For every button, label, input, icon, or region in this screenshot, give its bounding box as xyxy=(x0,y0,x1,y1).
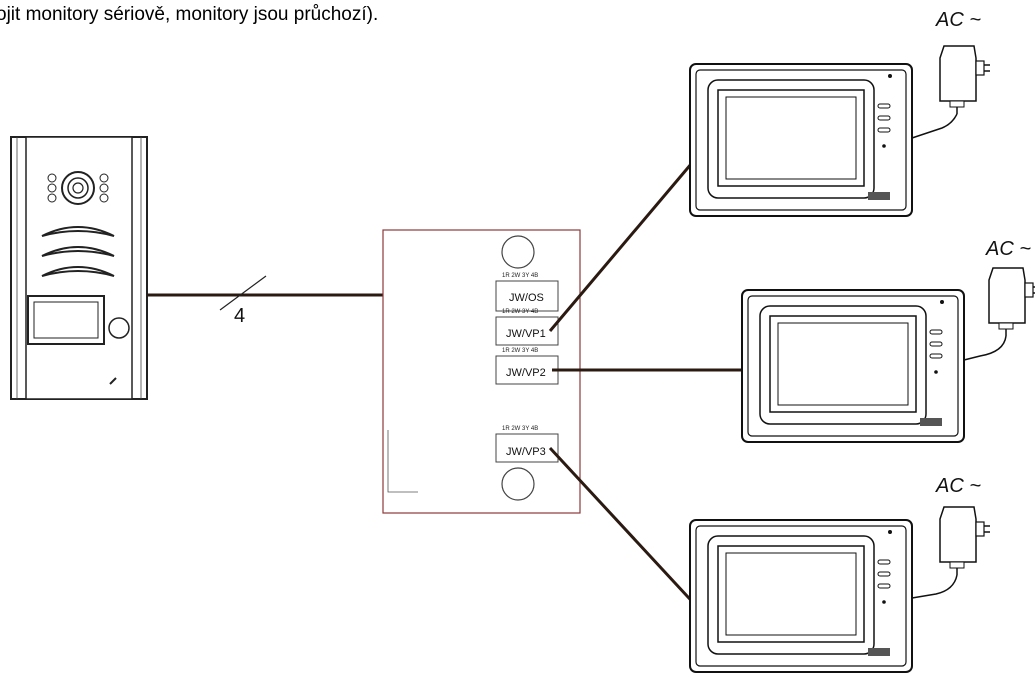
power-adapter-2: AC ~ xyxy=(963,238,1035,361)
svg-text:1R 2W 3Y 4B: 1R 2W 3Y 4B xyxy=(502,348,538,354)
ac-label-1: AC ~ xyxy=(935,9,981,31)
connector-label: JW/VP1 xyxy=(506,328,546,340)
connector-label: JW/VP2 xyxy=(506,367,546,379)
svg-text:1R 2W 3Y 4B: 1R 2W 3Y 4B xyxy=(502,426,538,432)
camera-icon xyxy=(47,171,109,205)
caption-line: ojit monitory sériově, monitory jsou prů… xyxy=(0,4,379,25)
power-adapter-1: AC ~ xyxy=(911,9,991,139)
call-button-icon xyxy=(108,317,130,339)
connector-jw-vp3: 1R 2W 3Y 4B JW/VP3 xyxy=(495,426,559,463)
connector-label: JW/VP3 xyxy=(506,446,546,458)
wire-count-label: 4 xyxy=(234,305,245,327)
power-adapter-3: AC ~ xyxy=(911,475,991,599)
cable-monitor-1 xyxy=(548,156,699,332)
connector-jw-vp2: 1R 2W 3Y 4B JW/VP2 xyxy=(495,348,559,385)
svg-text:1R 2W 3Y 4B: 1R 2W 3Y 4B xyxy=(502,273,538,279)
monitor-3 xyxy=(689,519,913,673)
monitor-1 xyxy=(689,63,913,217)
speaker-grille-icon xyxy=(41,226,115,277)
name-plate xyxy=(27,295,105,345)
caption-text: ojit monitory sériově, monitory jsou prů… xyxy=(0,4,378,26)
ac-label-3: AC ~ xyxy=(935,475,981,497)
connector-jw-os: 1R 2W 3Y 4B JW/OS xyxy=(495,273,559,312)
ac-label-2: AC ~ xyxy=(985,238,1031,260)
svg-text:1R 2W 3Y 4B: 1R 2W 3Y 4B xyxy=(502,309,538,315)
monitor-2 xyxy=(741,289,965,443)
door-station xyxy=(10,136,148,400)
distributor-box: 1R 2W 3Y 4B JW/OS 1R 2W 3Y 4B JW/VP1 1R … xyxy=(382,229,581,514)
cable-monitor-3 xyxy=(548,446,702,612)
connector-label: JW/OS xyxy=(509,292,544,304)
connector-jw-vp1: 1R 2W 3Y 4B JW/VP1 xyxy=(495,309,559,346)
